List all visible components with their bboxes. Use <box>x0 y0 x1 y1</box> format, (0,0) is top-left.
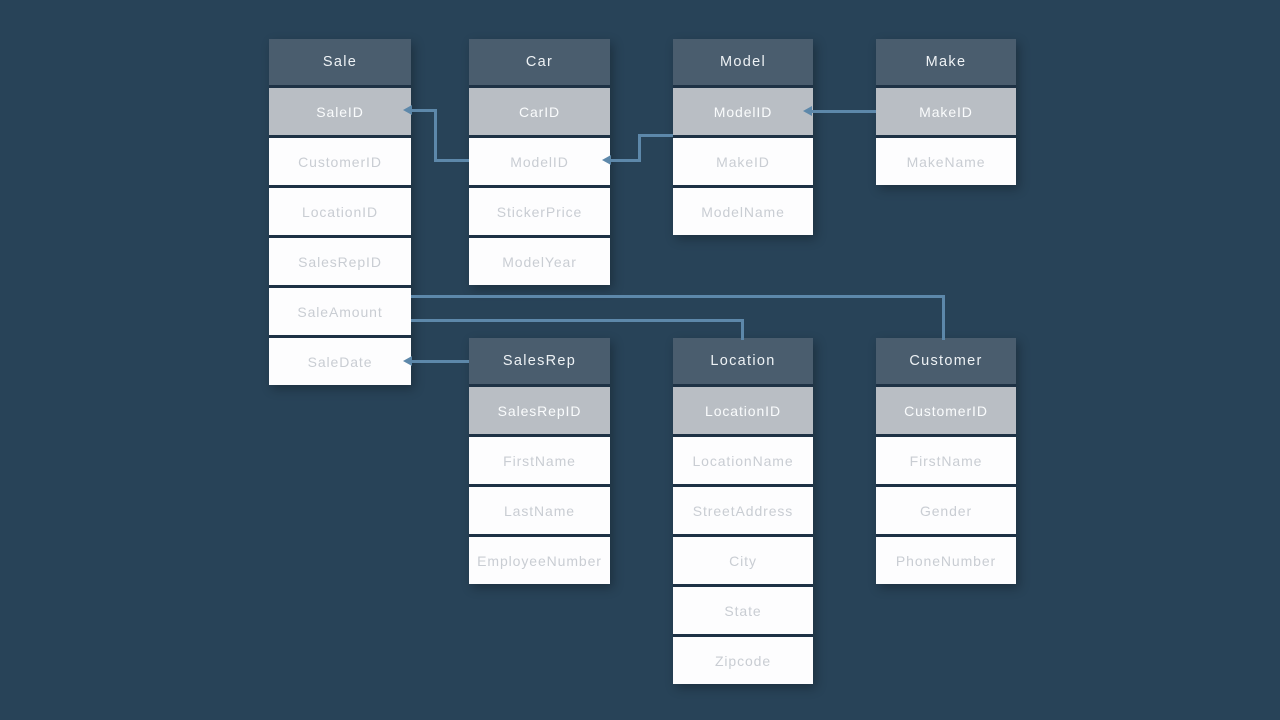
field-label-customer-gender: Gender <box>919 502 973 519</box>
field-salesrep-firstname: FirstName <box>469 437 610 484</box>
key-field-location: LocationID <box>673 387 813 434</box>
field-label-location-state: State <box>724 602 762 619</box>
key-field-label-model: ModelID <box>713 103 773 120</box>
field-label-sale-customerid: CustomerID <box>298 153 382 170</box>
field-sale-salesrepid: SalesRepID <box>269 238 411 285</box>
key-field-label-salesrep: SalesRepID <box>497 402 582 419</box>
field-car-modelid: ModelID <box>469 138 610 185</box>
table-title-location: Location <box>710 353 776 369</box>
table-header-customer: Customer <box>876 338 1016 384</box>
table-title-customer: Customer <box>909 353 983 369</box>
connector-sale-car-arrowhead-icon <box>403 105 412 115</box>
connector-car-model-segment-1 <box>610 159 641 162</box>
field-label-salesrep-lastname: LastName <box>503 502 575 519</box>
connector-sale-location-segment-1 <box>411 319 744 322</box>
table-header-location: Location <box>673 338 813 384</box>
field-label-salesrep-employeenumber: EmployeeNumber <box>477 552 602 569</box>
field-label-location-streetaddress: StreetAddress <box>692 502 794 519</box>
table-title-salesrep: SalesRep <box>502 353 577 369</box>
table-title-model: Model <box>720 54 766 70</box>
connector-car-model-arrowhead-icon <box>602 155 611 165</box>
field-sale-customerid: CustomerID <box>269 138 411 185</box>
field-model-modelname: ModelName <box>673 188 813 235</box>
field-label-customer-firstname: FirstName <box>909 452 983 469</box>
field-label-sale-saledate: SaleDate <box>307 353 373 370</box>
field-salesrep-employeenumber: EmployeeNumber <box>469 537 610 584</box>
table-header-car: Car <box>469 39 610 85</box>
key-field-label-make: MakeID <box>919 103 973 120</box>
field-location-state: State <box>673 587 813 634</box>
field-label-car-modelyear: ModelYear <box>502 253 577 270</box>
key-field-label-sale: SaleID <box>316 103 364 120</box>
connector-sale-salesrep-segment-1 <box>411 360 469 363</box>
field-make-makename: MakeName <box>876 138 1016 185</box>
field-label-salesrep-firstname: FirstName <box>503 452 576 469</box>
field-label-model-modelname: ModelName <box>701 203 785 220</box>
table-title-car: Car <box>525 54 554 70</box>
connector-sale-car-segment-3 <box>434 159 469 162</box>
key-field-label-car: CarID <box>518 103 561 120</box>
key-field-make: MakeID <box>876 88 1016 135</box>
key-field-customer: CustomerID <box>876 387 1016 434</box>
table-title-make: Make <box>925 54 967 70</box>
key-field-car: CarID <box>469 88 610 135</box>
connector-sale-car-segment-2 <box>434 109 437 162</box>
connector-model-make-segment-1 <box>811 110 876 113</box>
table-header-salesrep: SalesRep <box>469 338 610 384</box>
field-customer-phonenumber: PhoneNumber <box>876 537 1016 584</box>
field-sale-saleamount: SaleAmount <box>269 288 411 335</box>
table-header-sale: Sale <box>269 39 411 85</box>
key-field-model: ModelID <box>673 88 813 135</box>
field-label-model-makeid: MakeID <box>716 153 770 170</box>
field-model-makeid: MakeID <box>673 138 813 185</box>
key-field-sale: SaleID <box>269 88 411 135</box>
field-label-car-stickerprice: StickerPrice <box>496 203 583 220</box>
field-location-streetaddress: StreetAddress <box>673 487 813 534</box>
connector-model-make-arrowhead-icon <box>803 106 812 116</box>
connector-sale-salesrep-arrowhead-icon <box>403 356 412 366</box>
field-location-city: City <box>673 537 813 584</box>
field-customer-gender: Gender <box>876 487 1016 534</box>
key-field-salesrep: SalesRepID <box>469 387 610 434</box>
table-header-make: Make <box>876 39 1016 85</box>
connector-sale-customer-segment-2 <box>942 295 945 340</box>
field-location-zipcode: Zipcode <box>673 637 813 684</box>
field-label-car-modelid: ModelID <box>510 153 569 170</box>
key-field-label-location: LocationID <box>705 402 781 419</box>
table-header-model: Model <box>673 39 813 85</box>
field-label-sale-locationid: LocationID <box>302 203 378 220</box>
field-label-location-locationname: LocationName <box>692 452 794 469</box>
field-salesrep-lastname: LastName <box>469 487 610 534</box>
field-location-locationname: LocationName <box>673 437 813 484</box>
key-field-label-customer: CustomerID <box>904 402 988 419</box>
field-sale-saledate: SaleDate <box>269 338 411 385</box>
connector-sale-customer-segment-1 <box>411 295 945 298</box>
field-sale-locationid: LocationID <box>269 188 411 235</box>
connector-sale-car-segment-1 <box>411 109 437 112</box>
field-label-location-zipcode: Zipcode <box>714 652 772 669</box>
field-label-sale-salesrepid: SalesRepID <box>298 253 382 270</box>
field-customer-firstname: FirstName <box>876 437 1016 484</box>
field-label-sale-saleamount: SaleAmount <box>297 303 383 320</box>
connector-car-model-segment-3 <box>638 134 673 137</box>
connector-sale-location-segment-2 <box>741 319 744 340</box>
field-label-customer-phonenumber: PhoneNumber <box>895 552 997 569</box>
table-title-sale: Sale <box>322 54 358 70</box>
field-car-modelyear: ModelYear <box>469 238 610 285</box>
field-label-location-city: City <box>729 552 757 569</box>
connector-car-model-segment-2 <box>638 134 641 162</box>
field-label-make-makename: MakeName <box>906 153 986 170</box>
field-car-stickerprice: StickerPrice <box>469 188 610 235</box>
